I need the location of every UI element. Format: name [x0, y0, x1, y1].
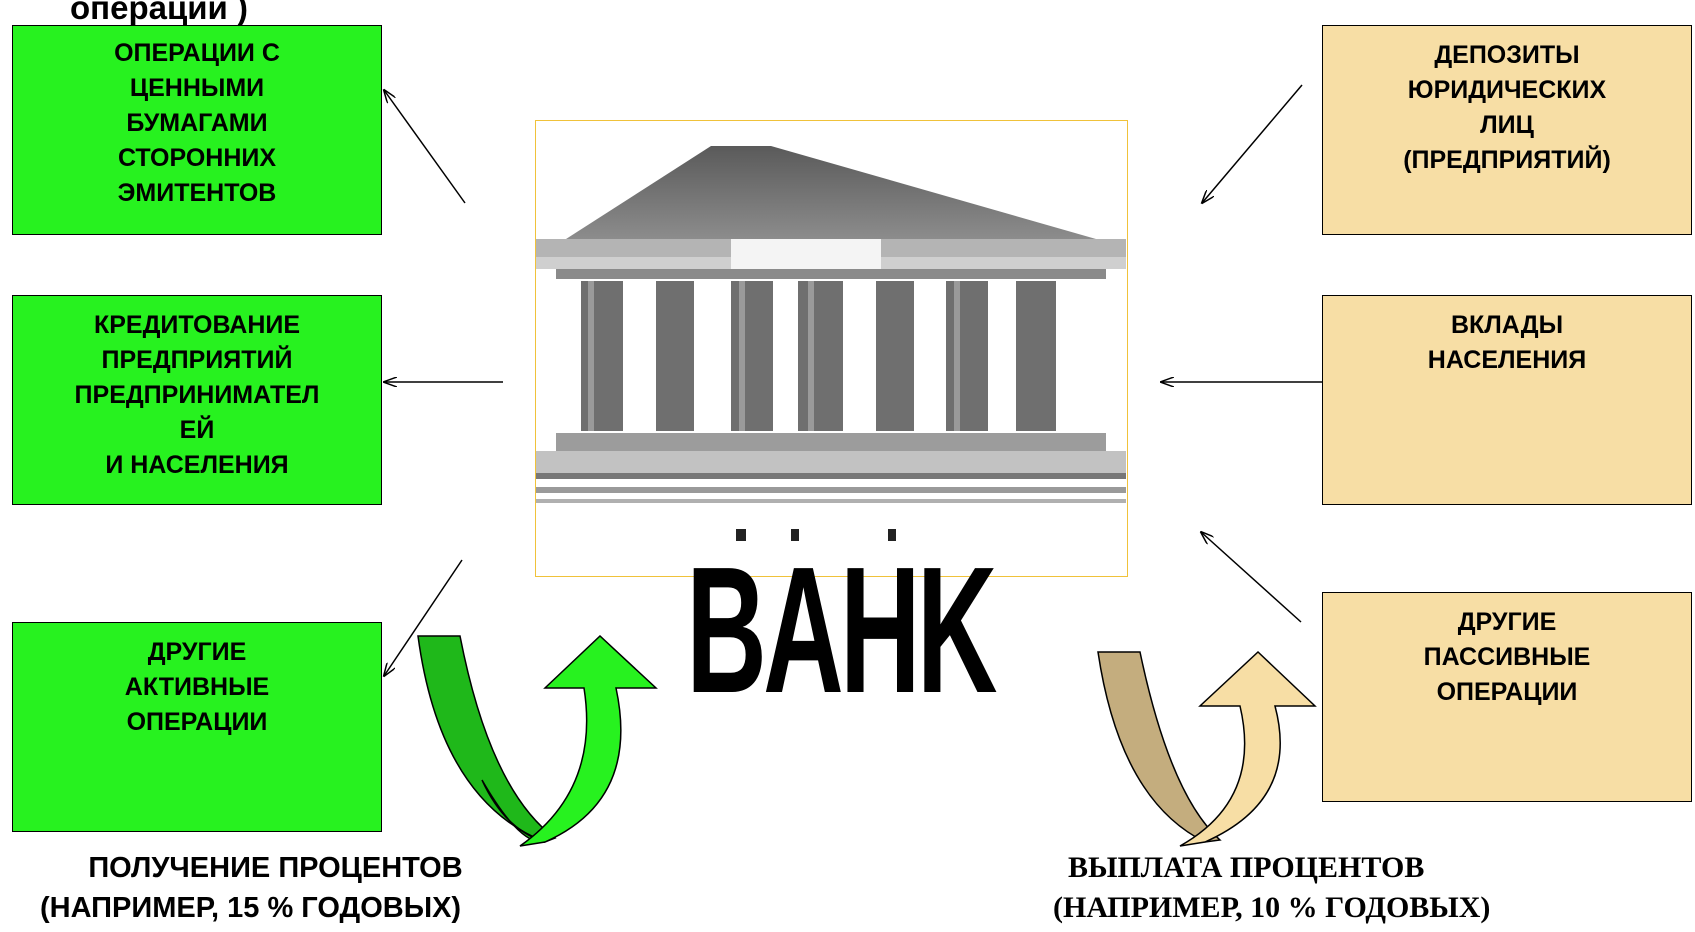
bank-building-image: [535, 120, 1128, 577]
bank-building-icon: [536, 146, 1126, 541]
green-curved-arrow: [417, 634, 658, 847]
cut-off-heading-fragment: операции ): [70, 0, 248, 26]
arrow-to-securities: [384, 90, 466, 204]
box-label: ДРУГИЕ ПАССИВНЫЕ ОПЕРАЦИИ: [1423, 608, 1591, 706]
box-label: ВКЛАДЫ НАСЕЛЕНИЯ: [1427, 311, 1587, 374]
caption-interest-paid: ВЫПЛАТА ПРОЦЕНТОВ (НАПРИМЕР, 10 % ГОДОВЫ…: [1053, 851, 1491, 924]
tan-curved-arrow: [1097, 650, 1317, 847]
arrow-from-other-passive: [1201, 532, 1302, 623]
box-other-passive-operations: ДРУГИЕ ПАССИВНЫЕ ОПЕРАЦИИ: [1322, 592, 1692, 802]
box-label: ОПЕРАЦИИ С ЦЕННЫМИ БУМАГАМИ СТОРОННИХ ЭМ…: [114, 39, 280, 207]
box-label: КРЕДИТОВАНИЕ ПРЕДПРИЯТИЙ ПРЕДПРИНИМАТЕЛ …: [74, 311, 320, 479]
arrow-from-deposits: [1202, 84, 1303, 203]
caption-interest-received: ПОЛУЧЕНИЕ ПРОЦЕНТОВ (НАПРИМЕР, 15 % ГОДО…: [40, 852, 463, 924]
box-other-active-operations: ДРУГИЕ АКТИВНЫЕ ОПЕРАЦИИ: [12, 622, 382, 832]
box-label: ДЕПОЗИТЫ ЮРИДИЧЕСКИХ ЛИЦ (ПРЕДПРИЯТИЙ): [1403, 41, 1611, 174]
arrow-to-other-active: [384, 559, 463, 676]
box-lending: КРЕДИТОВАНИЕ ПРЕДПРИЯТИЙ ПРЕДПРИНИМАТЕЛ …: [12, 295, 382, 505]
box-label: ДРУГИЕ АКТИВНЫЕ ОПЕРАЦИИ: [124, 638, 270, 736]
box-legal-entity-deposits: ДЕПОЗИТЫ ЮРИДИЧЕСКИХ ЛИЦ (ПРЕДПРИЯТИЙ): [1322, 25, 1692, 235]
box-securities-operations: ОПЕРАЦИИ С ЦЕННЫМИ БУМАГАМИ СТОРОННИХ ЭМ…: [12, 25, 382, 235]
box-household-deposits: ВКЛАДЫ НАСЕЛЕНИЯ: [1322, 295, 1692, 505]
